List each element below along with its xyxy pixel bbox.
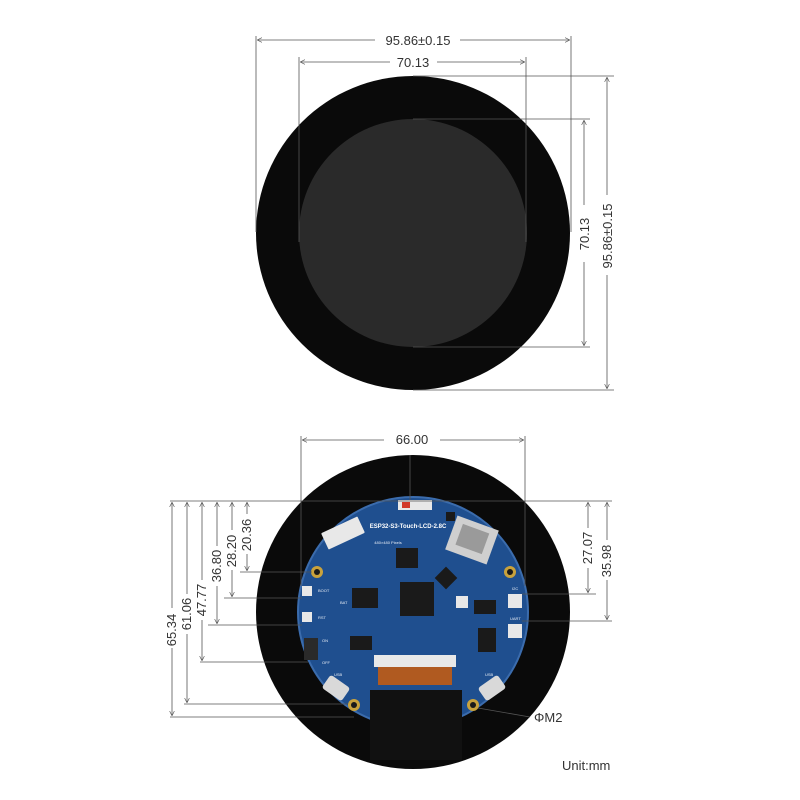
dim-right-2: 35.98 [599, 545, 614, 578]
pcb-title: ESP32-S3-Touch-LCD-2.8C [370, 524, 447, 530]
top-connector [398, 500, 432, 510]
label-bat: BAT [340, 600, 348, 605]
top-connector-red [402, 502, 410, 508]
mount-hole-center [470, 702, 476, 708]
dim-bg [209, 546, 225, 586]
i2c-connector [508, 594, 522, 608]
label-on: ON [322, 638, 328, 643]
small-chip [446, 512, 455, 521]
rst-button [302, 612, 312, 622]
right-chip-lower [478, 628, 496, 652]
power-switch [304, 638, 318, 660]
dim-left-5: 28.20 [224, 535, 239, 568]
label-usb-right: USB [485, 672, 494, 677]
mount-hole-center [507, 569, 513, 575]
usb-connector-left [322, 675, 350, 701]
uart-connector [508, 624, 522, 638]
main-chip [400, 582, 434, 616]
dim-left-2: 61.06 [179, 598, 194, 631]
left-chip-lower [350, 636, 372, 650]
top-view: 95.86±0.15 70.13 70.13 95.86±0.15 [255, 33, 615, 391]
label-boot: BOOT [318, 588, 330, 593]
dim-hole: ΦM2 [534, 710, 562, 725]
dim-left-1: 65.34 [164, 614, 179, 647]
label-uart: UART [510, 616, 521, 621]
label-off: OFF [322, 660, 331, 665]
usb-connector-right [478, 675, 506, 701]
dim-pcb-width: 66.00 [396, 432, 429, 447]
sd-card-inner [455, 523, 490, 555]
dim-bg [164, 608, 180, 648]
diamond-chip [434, 566, 458, 590]
dim-inner-height: 70.13 [577, 218, 592, 251]
boot-button [302, 586, 312, 596]
bottom-ribbon-block [370, 690, 462, 760]
pcb-subtitle: 480×480 Pixels [374, 540, 401, 545]
dim-bg [239, 514, 255, 554]
white-button [456, 596, 468, 608]
dim-inner-width: 70.13 [397, 55, 430, 70]
label-rst: RST [318, 615, 327, 620]
module-chip [396, 548, 418, 568]
dim-outer-height: 95.86±0.15 [600, 204, 615, 269]
dim-bg [224, 530, 240, 570]
dim-bg [194, 580, 210, 620]
label-usb-left: USB [334, 672, 343, 677]
unit-label: Unit:mm [562, 758, 610, 773]
dim-right-1: 27.07 [580, 532, 595, 565]
hole-leader [477, 707, 531, 718]
mount-hole-center [314, 569, 320, 575]
mount-hole-center [351, 702, 357, 708]
fpc-connector [321, 516, 365, 550]
dim-left-4: 36.80 [209, 550, 224, 583]
lcd-fpc-connector [374, 655, 456, 667]
fpc-ribbon [378, 667, 452, 685]
label-i2c: I2C [512, 586, 518, 591]
top-screen-circle [299, 119, 527, 347]
dim-left-6: 20.36 [239, 519, 254, 552]
bottom-view: ESP32-S3-Touch-LCD-2.8C 480×480 Pixels [164, 432, 615, 769]
dim-bg [599, 540, 615, 580]
dim-bg [179, 594, 195, 634]
dim-bg [580, 528, 596, 568]
left-chip [352, 588, 378, 608]
dim-outer-width: 95.86±0.15 [386, 33, 451, 48]
right-chip [474, 600, 496, 614]
dim-left-3: 47.77 [194, 584, 209, 617]
